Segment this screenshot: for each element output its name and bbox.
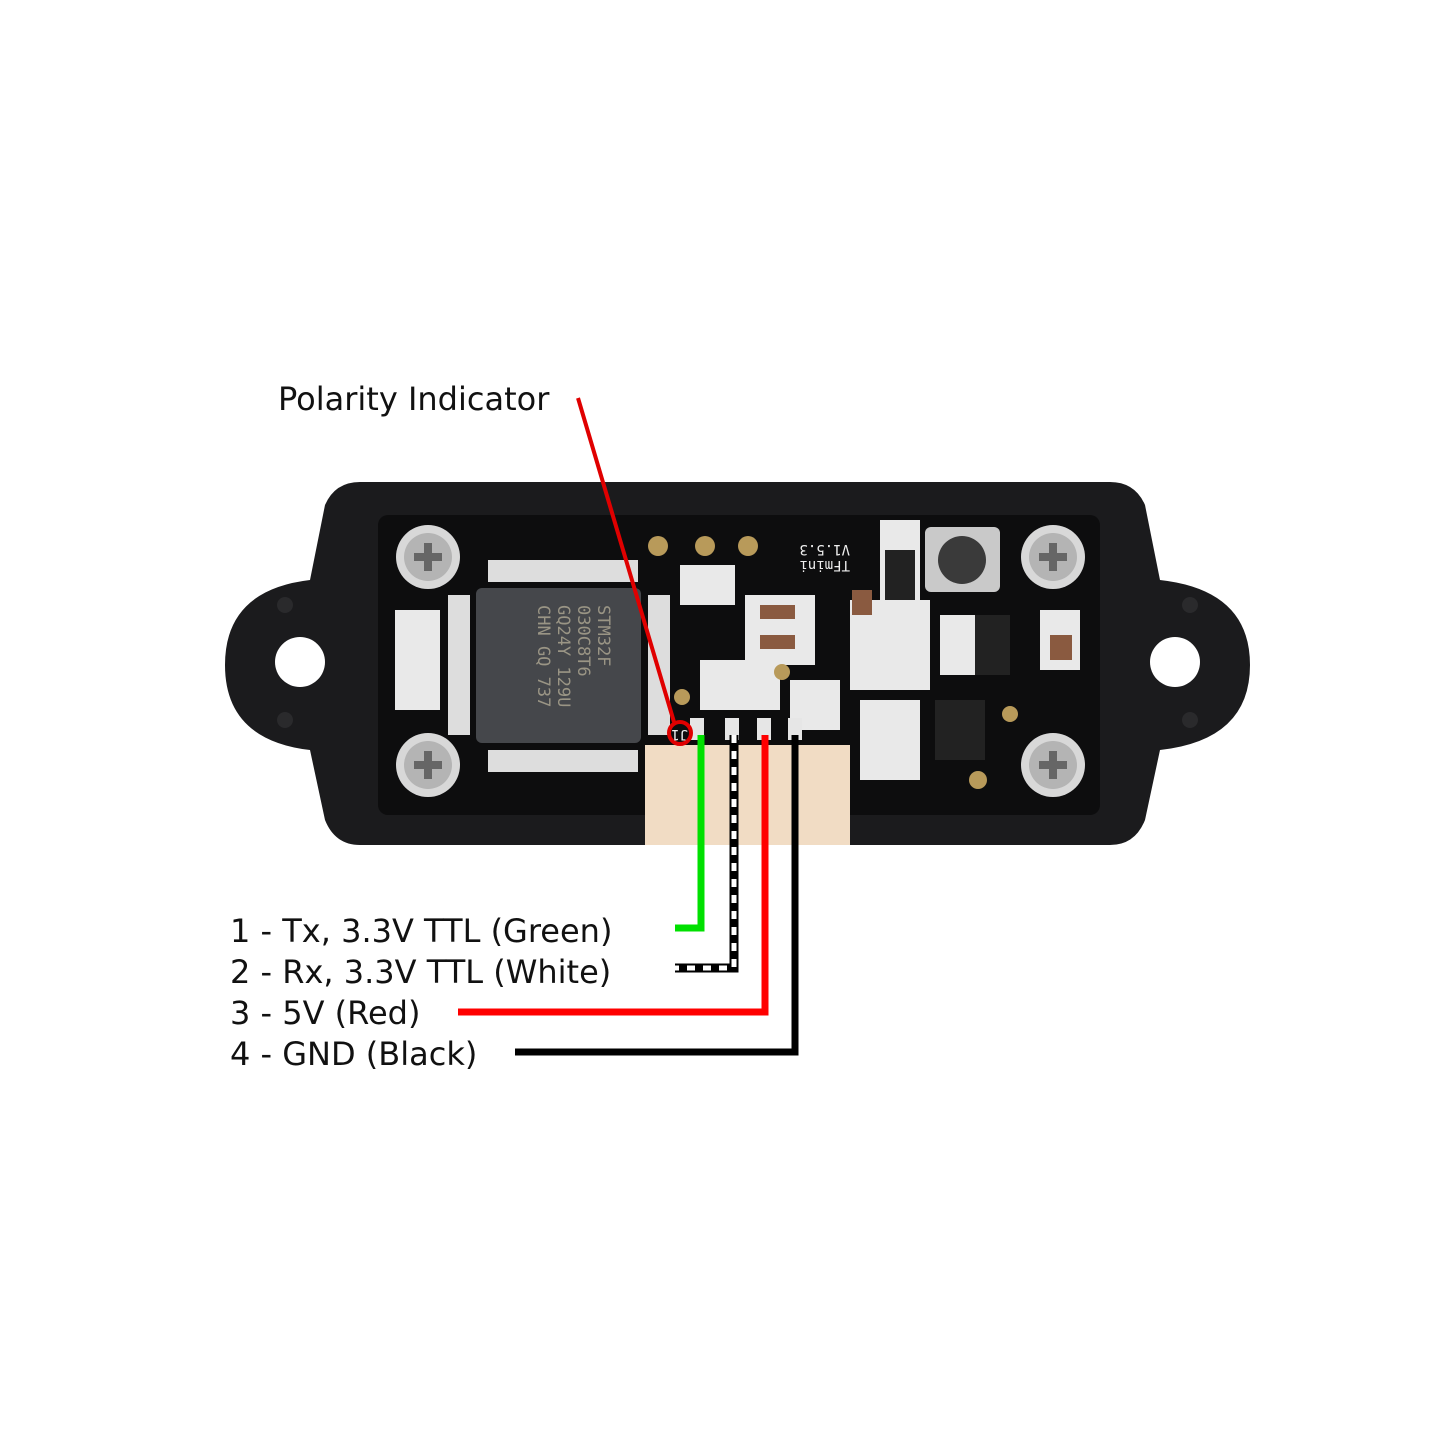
board-version-silkscreen: V1.5.3	[799, 541, 850, 557]
pin-4-label: 4 - GND (Black)	[230, 1035, 477, 1073]
chip-text-line: 030C8T6	[573, 605, 593, 677]
mount-hole-left	[275, 637, 325, 687]
pin-1-label: 1 - Tx, 3.3V TTL (Green)	[230, 912, 612, 950]
chip-text-line: STM32F	[593, 605, 613, 666]
connector-ref-silkscreen: J1	[671, 726, 688, 742]
board-model-silkscreen: TFmini	[799, 557, 850, 573]
wires	[458, 735, 799, 1056]
polarity-indicator-label: Polarity Indicator	[278, 380, 550, 418]
polarity-indicator-callout: J1 Polarity Indicator	[278, 380, 693, 746]
pin-labels: 1 - Tx, 3.3V TTL (Green) 2 - Rx, 3.3V TT…	[230, 912, 612, 1073]
wire-red	[458, 735, 769, 1016]
wire-green	[675, 735, 705, 932]
mcu-chip: STM32F 030C8T6 GQ24Y 129U CHN GQ 737	[448, 560, 670, 772]
pin-3-label: 3 - 5V (Red)	[230, 994, 420, 1032]
chip-text-line: CHN GQ 737	[533, 605, 553, 707]
wire-white	[675, 735, 739, 973]
chip-text-line: GQ24Y 129U	[553, 605, 573, 707]
connector-housing	[645, 745, 850, 845]
mount-hole-right	[1150, 637, 1200, 687]
pcb: STM32F 030C8T6 GQ24Y 129U CHN GQ 737 V1.…	[378, 515, 1100, 815]
screws	[396, 525, 1085, 797]
wire-black	[515, 735, 799, 1056]
pin-2-label: 2 - Rx, 3.3V TTL (White)	[230, 953, 611, 991]
